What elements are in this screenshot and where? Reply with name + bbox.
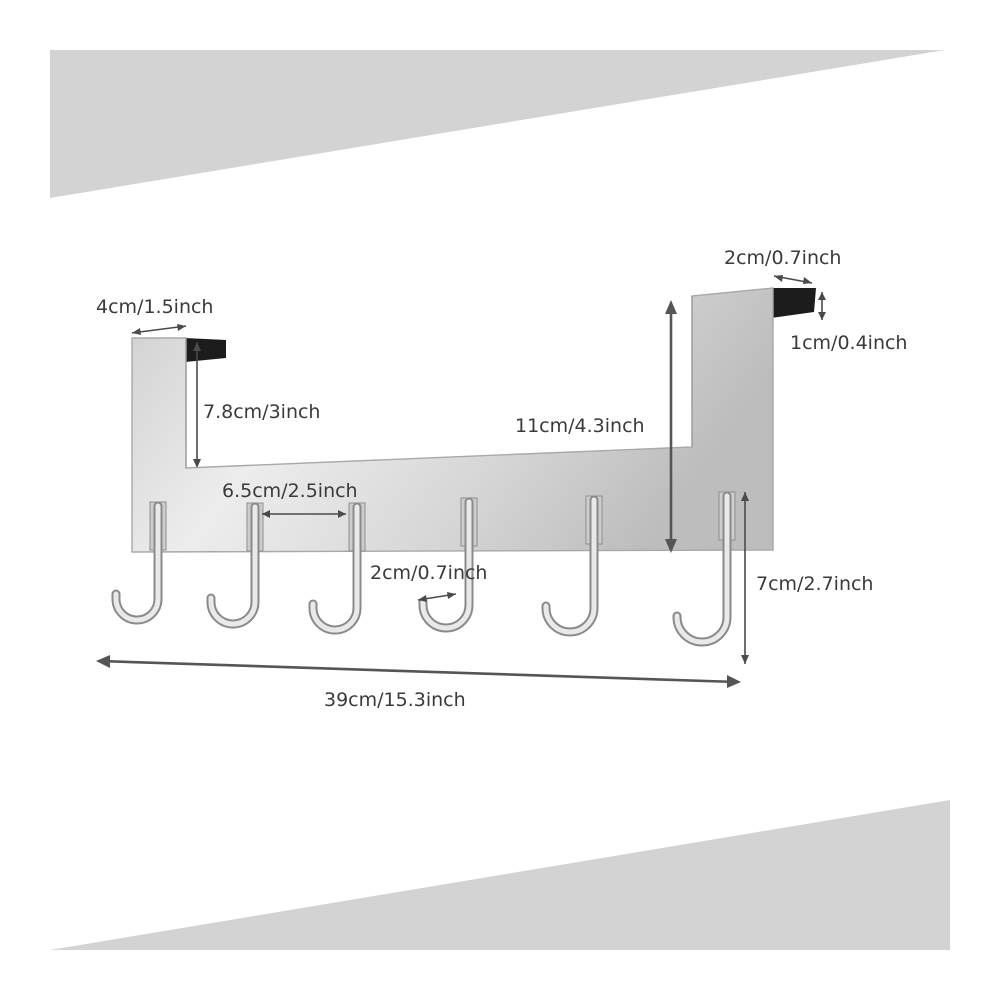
left-door-tab [185,338,226,362]
hook-1 [111,501,167,625]
dim-hook-length: 7cm/2.7inch [741,492,873,664]
label-right-tab-width: 2cm/0.7inch [724,247,841,269]
dim-total-width: 39cm/15.3inch [96,655,741,711]
bottom-background-band [50,800,950,950]
hooks [111,491,736,647]
label-right-tab-thickness: 1cm/0.4inch [790,332,907,354]
dim-right-tab-width: 2cm/0.7inch [724,247,841,284]
label-hook-depth: 2cm/0.7inch [370,562,487,584]
label-left-drop-height: 7.8cm/3inch [203,401,320,423]
dim-right-tab-thickness: 1cm/0.4inch [790,292,907,354]
hook-6 [672,491,736,647]
label-hook-spacing: 6.5cm/2.5inch [222,480,358,502]
right-door-tab [771,288,816,318]
top-background-band [50,50,945,198]
label-total-width: 39cm/15.3inch [324,689,466,711]
label-left-tab-width: 4cm/1.5inch [96,296,213,318]
dim-hook-depth: 2cm/0.7inch [370,562,487,602]
dim-hook-spacing: 6.5cm/2.5inch [222,480,358,518]
hook-4 [418,497,478,633]
hook-2 [206,502,264,629]
dim-right-height: 11cm/4.3inch [515,300,677,553]
label-hook-length: 7cm/2.7inch [756,573,873,595]
hook-5 [541,495,603,637]
hook-3 [308,502,366,635]
dim-left-tab-width: 4cm/1.5inch [96,296,213,335]
dim-left-drop-height: 7.8cm/3inch [193,342,320,468]
label-right-height: 11cm/4.3inch [515,415,645,437]
